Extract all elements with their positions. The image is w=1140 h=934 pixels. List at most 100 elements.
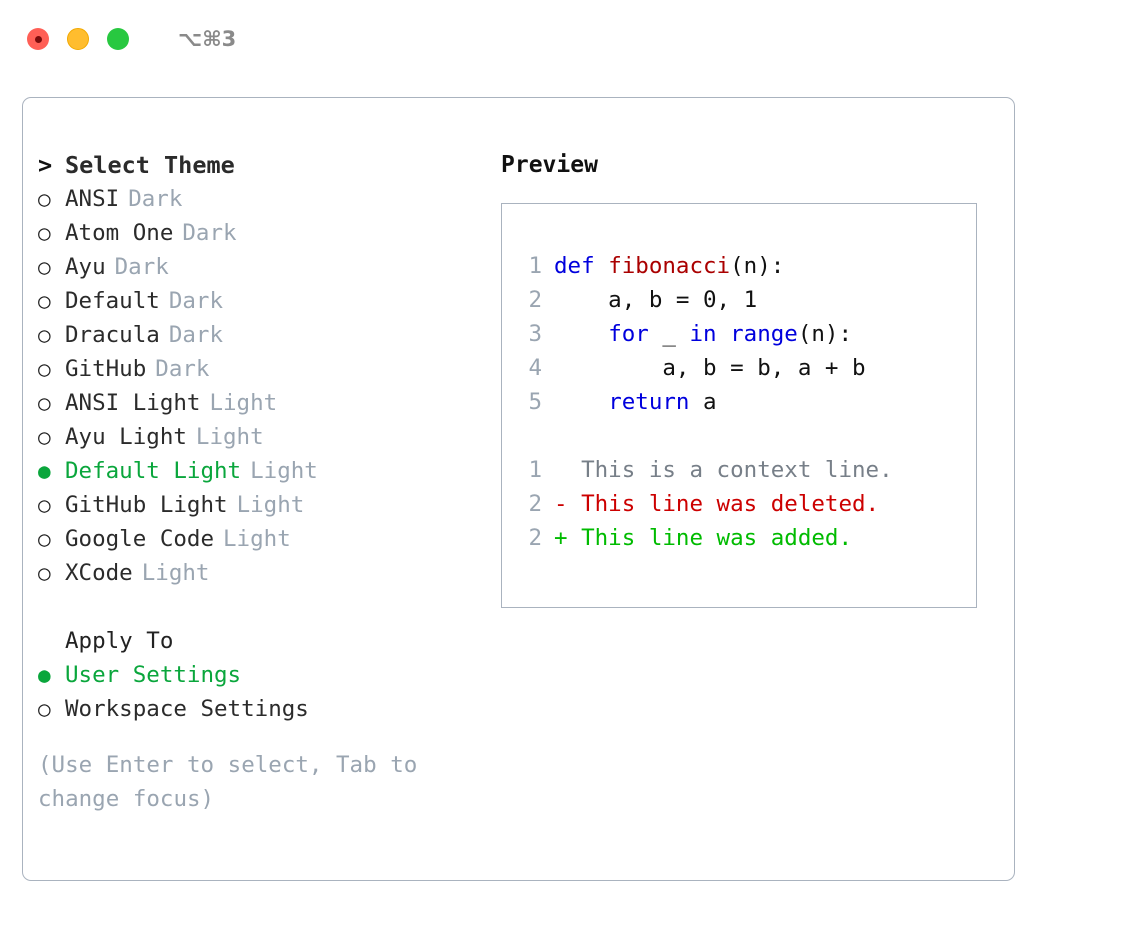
- code-line: 1 def fibonacci(n):: [516, 249, 976, 283]
- theme-list-item[interactable]: ○ Default Dark: [38, 284, 493, 318]
- theme-name: Ayu Light: [65, 424, 187, 450]
- code-token: a: [689, 389, 717, 415]
- code-line-text: for _ in range(n):: [554, 317, 852, 351]
- code-line-text: a, b = b, a + b: [554, 351, 866, 385]
- code-line-text: return a: [554, 385, 717, 419]
- apply-to-option[interactable]: ○Workspace Settings: [38, 692, 493, 726]
- list-spacer: [38, 590, 493, 624]
- maximize-window-button[interactable]: [107, 28, 129, 50]
- radio-unselected-icon: ○: [38, 289, 51, 313]
- code-token: _: [648, 321, 690, 347]
- diff-sign: -: [554, 491, 568, 517]
- theme-name: Default Light: [65, 458, 242, 484]
- theme-category: Dark: [128, 186, 183, 212]
- code-line: 3 for _ in range(n):: [516, 317, 976, 351]
- line-number: 5: [528, 389, 542, 415]
- radio-unselected-icon: ○: [38, 561, 51, 585]
- apply-to-title: Apply To: [65, 628, 174, 654]
- diff-line: 1 This is a context line.: [516, 453, 976, 487]
- line-number: 4: [528, 355, 542, 381]
- code-line-text: a, b = 0, 1: [554, 283, 757, 317]
- radio-unselected-icon: ○: [38, 493, 51, 517]
- code-token: a, b = b, a + b: [554, 355, 866, 381]
- diff-sign: [554, 453, 568, 487]
- radio-unselected-icon: ○: [38, 425, 51, 449]
- traffic-lights: [27, 28, 129, 50]
- theme-category: Light: [195, 424, 264, 450]
- diff-line-text: This line was added.: [567, 525, 853, 551]
- code-diff-separator: [516, 419, 976, 453]
- apply-to-option[interactable]: ● User Settings: [38, 658, 493, 692]
- code-token: range: [730, 321, 798, 347]
- diff-line: 2+ This line was added.: [516, 521, 976, 555]
- code-token: return: [608, 389, 690, 415]
- diff-line-text: This line was deleted.: [567, 491, 880, 517]
- line-number: 3: [528, 321, 542, 347]
- line-number: 2: [528, 287, 542, 313]
- diff-line: 2- This line was deleted.: [516, 487, 976, 521]
- theme-name: ANSI Light: [65, 390, 201, 416]
- theme-name: Atom One: [65, 220, 174, 246]
- theme-category: Light: [236, 492, 305, 518]
- code-line-text: def fibonacci(n):: [554, 249, 784, 283]
- code-token: fibonacci: [608, 253, 731, 279]
- theme-list-item[interactable]: ○ GitHub Light Light: [38, 488, 493, 522]
- radio-unselected-icon: ○: [38, 221, 51, 245]
- radio-unselected-icon: ○: [38, 187, 51, 211]
- theme-list-item[interactable]: ○ Ayu Light Light: [38, 420, 493, 454]
- theme-category: Dark: [168, 288, 224, 314]
- theme-category: Dark: [114, 254, 169, 280]
- theme-list-item[interactable]: ○ GitHub Dark: [38, 352, 493, 386]
- theme-category: Light: [209, 390, 278, 416]
- code-line: 5 return a: [516, 385, 976, 419]
- prompt-caret-icon: >: [38, 151, 53, 179]
- theme-name: GitHub Light: [65, 492, 228, 518]
- close-window-button[interactable]: [27, 28, 49, 50]
- apply-to-label: Workspace Settings: [65, 696, 309, 722]
- code-token: [554, 389, 608, 415]
- theme-list-item[interactable]: ○ Atom One Dark: [38, 216, 493, 250]
- keyboard-shortcut-label: ⌥⌘3: [178, 27, 237, 51]
- line-number: 1: [528, 253, 542, 279]
- theme-name: ANSI: [65, 186, 120, 212]
- theme-name: Default: [65, 288, 160, 314]
- select-theme-header: >Select Theme: [38, 148, 493, 182]
- radio-unselected-icon: ○: [38, 357, 51, 381]
- diff-sample: 1 This is a context line.2- This line wa…: [516, 453, 976, 555]
- theme-name: Google Code: [65, 526, 215, 552]
- theme-name: Dracula: [65, 322, 160, 348]
- code-token: (n):: [730, 253, 785, 279]
- theme-category: Dark: [155, 356, 210, 382]
- theme-list-item[interactable]: ○ ANSI Dark: [38, 182, 493, 216]
- line-number: 1: [528, 457, 542, 483]
- theme-category: Dark: [182, 220, 237, 246]
- theme-category: Light: [223, 526, 291, 552]
- theme-list-item[interactable]: ○ ANSI Light Light: [38, 386, 493, 420]
- code-line: 4 a, b = b, a + b: [516, 351, 976, 385]
- apply-to-label: User Settings: [65, 662, 242, 688]
- line-number: 2: [528, 525, 542, 551]
- theme-name: GitHub: [65, 356, 147, 382]
- apply-to-list: ● User Settings ○Workspace Settings: [38, 658, 493, 726]
- theme-category: Light: [250, 458, 318, 484]
- radio-selected-icon: ●: [38, 663, 51, 687]
- theme-name: XCode: [65, 560, 133, 586]
- theme-category: Dark: [168, 322, 224, 348]
- code-token: [554, 321, 608, 347]
- preview-title: Preview: [501, 152, 598, 178]
- radio-unselected-icon: ○: [38, 391, 51, 415]
- code-token: def: [554, 253, 609, 279]
- minimize-window-button[interactable]: [67, 28, 89, 50]
